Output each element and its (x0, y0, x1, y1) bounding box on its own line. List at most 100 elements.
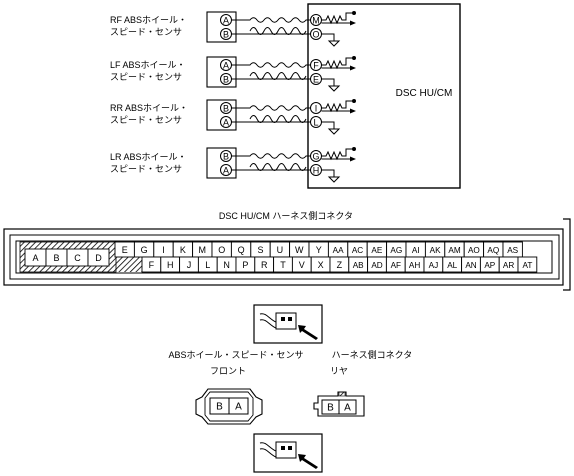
harness-pin-W-label: W (295, 245, 304, 255)
lf-sensor-label-line2: スピード・センサ (110, 72, 183, 82)
harness-pin-AB-label: AB (353, 261, 364, 270)
lf-sensor-label-line1: LF ABSホイール・ (110, 60, 186, 70)
pullup-resistor (321, 100, 352, 113)
harness-pin-AH-label: AH (409, 261, 420, 270)
harness-pin-P-label: P (242, 260, 248, 270)
lf-sensor-box (206, 56, 237, 88)
rr-sensor-label-line1: RR ABSホイール・ (110, 103, 189, 113)
lr-sensor-pin-label: A (223, 166, 229, 176)
lf-sensor-circuit: A F B E (206, 56, 356, 92)
harness-pin-O-label: O (218, 245, 225, 255)
harness-pin-B-label: B (53, 253, 59, 263)
lr-sensor-label-line2: スピード・センサ (110, 164, 183, 174)
harness-pin-AJ-label: AJ (429, 261, 439, 270)
harness-pin-AE-label: AE (371, 246, 382, 255)
ground-symbol (327, 40, 341, 47)
lf-terminal-label: E (313, 75, 319, 85)
svg-text:A: A (344, 403, 351, 414)
harness-pin-I-label: I (162, 245, 165, 255)
harness-pin-AL-label: AL (447, 261, 457, 270)
harness-pin-F-label: F (149, 260, 155, 270)
sensor-connector-title-part2: ハーネス側コネクタ (332, 349, 413, 360)
harness-pin-AD-label: AD (371, 261, 382, 270)
harness-pin-D-label: D (95, 253, 102, 263)
rf-terminal-label: M (312, 16, 320, 26)
harness-pin-N-label: N (223, 260, 230, 270)
harness-pin-AT (517, 256, 538, 273)
rf-sensor-circuit: A M B O (206, 11, 356, 47)
lf-sensor-pin-label: A (223, 61, 229, 71)
rf-terminal-label: O (312, 30, 319, 40)
harness-pin-AP-label: AP (484, 261, 495, 270)
rr-sensor-pin-label: B (223, 104, 229, 114)
rf-sensor-label-line2: スピード・センサ (110, 27, 183, 37)
ground-symbol (327, 128, 341, 135)
pullup-resistor (321, 148, 352, 161)
rear-sensor-connector: B A (313, 391, 365, 417)
lr-terminal-label: H (313, 166, 320, 176)
harness-pin-AO-label: AO (468, 246, 480, 255)
harness-pin-U-label: U (277, 245, 284, 255)
harness-pin-A-label: A (32, 253, 38, 263)
lr-sensor-label-line1: LR ABSホイール・ (110, 152, 187, 162)
harness-pin-K-label: K (180, 245, 186, 255)
harness-pin-AN-label: AN (465, 261, 476, 270)
rear-connector-label: リヤ (330, 366, 348, 376)
harness-pin-AK-label: AK (430, 246, 441, 255)
svg-text:B: B (327, 403, 334, 414)
sensor-connector-section: ABSホイール・スピード・センサ ハーネス側コネクタ フロント リヤ B A B… (168, 304, 413, 473)
harness-pin-AR-label: AR (503, 261, 514, 270)
harness-pin-AC-label: AC (352, 246, 363, 255)
svg-text:A: A (235, 402, 242, 413)
connector-view-icon-bottom (253, 433, 323, 473)
rf-sensor-label-line1: RF ABSホイール・ (110, 15, 188, 25)
harness-pin-E-label: E (122, 245, 128, 255)
rf-sensor-pin-label: A (223, 16, 229, 26)
lr-sensor-circuit: B G A H (206, 147, 356, 183)
harness-pin-J-label: J (187, 260, 192, 270)
rr-terminal-label: I (315, 104, 318, 114)
pullup-resistor (321, 12, 352, 25)
rr-sensor-pin-label: A (223, 118, 229, 128)
lr-sensor-pin-label: B (223, 152, 229, 162)
lf-sensor-pin-label: B (223, 75, 229, 85)
lr-sensor-box (206, 147, 237, 179)
ground-symbol (327, 85, 341, 92)
svg-text:B: B (216, 402, 223, 413)
front-connector-label: フロント (210, 366, 246, 376)
harness-pin-T-label: T (280, 260, 286, 270)
harness-pin-AG-label: AG (390, 246, 402, 255)
rf-sensor-pin-label: B (223, 30, 229, 40)
rr-sensor-box (206, 99, 237, 131)
harness-pin-C-label: C (74, 253, 81, 263)
rf-sensor-box (206, 11, 237, 43)
harness-pin-AA-label: AA (333, 246, 344, 255)
rr-sensor-label-line2: スピード・センサ (110, 115, 183, 125)
harness-connector-title: DSC HU/CM ハーネス側コネクタ (219, 210, 353, 221)
harness-pin-AQ-label: AQ (487, 246, 499, 255)
front-sensor-connector: B A (195, 388, 263, 425)
harness-pin-AT-label: AT (522, 261, 532, 270)
harness-pin-L-label: L (205, 260, 210, 270)
harness-pin-H-label: H (167, 260, 174, 270)
lr-terminal-label: G (312, 152, 319, 162)
rear-pin-2 (338, 399, 357, 415)
harness-pin-M-label: M (199, 245, 207, 255)
harness-pin-R-label: R (261, 260, 268, 270)
connector-view-icon-top (253, 304, 323, 344)
harness-pin-AI-label: AI (412, 246, 420, 255)
front-pin-2 (228, 397, 249, 415)
harness-pin-Z-label: Z (337, 260, 343, 270)
lf-terminal-label: F (313, 61, 319, 71)
harness-pin-X-label: X (318, 260, 324, 270)
harness-pin-D (87, 248, 110, 267)
harness-pin-AF-label: AF (391, 261, 401, 270)
dsc-module-box (307, 3, 461, 189)
ground-symbol (327, 176, 341, 183)
harness-pin-Y-label: Y (316, 245, 322, 255)
